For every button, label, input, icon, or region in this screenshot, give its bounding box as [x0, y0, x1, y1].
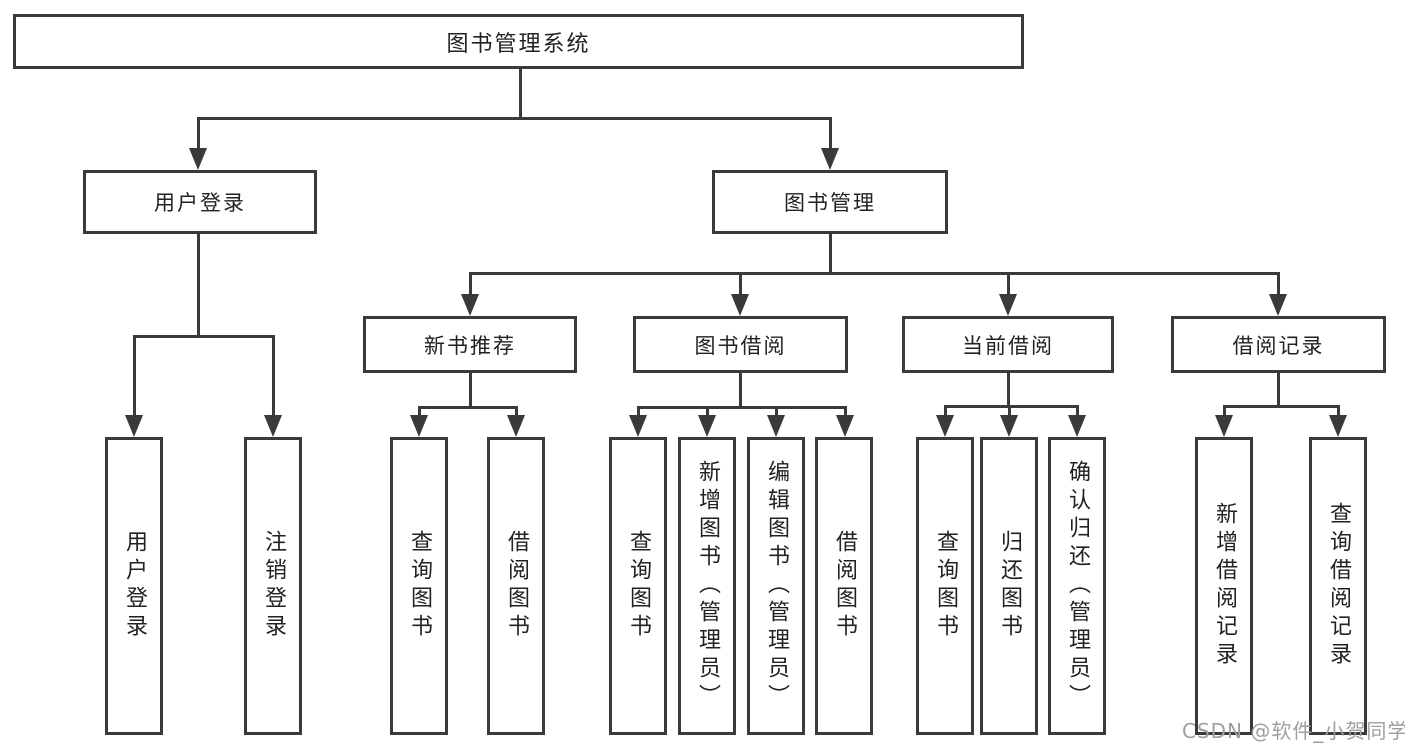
node-label: 新增借阅记录 — [1212, 502, 1237, 670]
leaf-query-books-current: 查询图书 — [916, 437, 974, 735]
connector-drop — [636, 407, 640, 417]
connector-branch — [417, 405, 518, 409]
node-label: 查询图书 — [933, 530, 958, 642]
connector-drop — [132, 336, 136, 417]
arrowhead-down-icon — [125, 415, 143, 437]
leaf-confirm-return-admin: 确认归还（管理员） — [1048, 437, 1106, 735]
connector-drop — [828, 118, 832, 150]
connector-stem — [518, 69, 522, 118]
connector-branch — [636, 405, 847, 409]
arrowhead-down-icon — [999, 294, 1017, 316]
node-label: 归还图书 — [997, 530, 1022, 642]
arrowhead-down-icon — [264, 415, 282, 437]
watermark: CSDN @软件_小贺同学 — [1182, 719, 1405, 743]
connector-stem — [738, 373, 742, 407]
leaf-user-login: 用户登录 — [105, 437, 163, 735]
connector-drop — [1006, 273, 1010, 296]
connector-drop — [705, 407, 709, 417]
node-current-borrowing: 当前借阅 — [902, 316, 1114, 373]
connector-drop — [196, 118, 200, 150]
connector-drop — [1336, 406, 1340, 417]
leaf-logout: 注销登录 — [244, 437, 302, 735]
arrowhead-down-icon — [461, 294, 479, 316]
arrowhead-down-icon — [629, 415, 647, 437]
connector-drop — [271, 336, 275, 417]
arrowhead-down-icon — [767, 415, 785, 437]
node-label: 借阅记录 — [1232, 333, 1325, 358]
arrowhead-down-icon — [698, 415, 716, 437]
connector-drop — [1276, 273, 1280, 296]
connector-drop — [943, 406, 947, 417]
node-label: 确认归还（管理员） — [1065, 460, 1090, 712]
connector-branch — [1222, 404, 1340, 408]
connector-drop — [843, 407, 847, 417]
node-label: 用户登录 — [154, 191, 246, 215]
arrowhead-down-icon — [507, 415, 525, 437]
connector-drop — [417, 407, 421, 417]
arrowhead-down-icon — [836, 415, 854, 437]
node-user-login: 用户登录 — [83, 170, 317, 234]
arrowhead-down-icon — [731, 294, 749, 316]
node-label: 借阅图书 — [504, 530, 529, 642]
arrowhead-down-icon — [821, 148, 839, 170]
leaf-borrow-books-recommend: 借阅图书 — [487, 437, 545, 735]
arrowhead-down-icon — [1215, 415, 1233, 437]
leaf-query-books-recommend: 查询图书 — [390, 437, 448, 735]
connector-stem — [1006, 373, 1010, 406]
connector-branch — [132, 334, 275, 338]
leaf-edit-books-admin: 编辑图书（管理员） — [747, 437, 805, 735]
node-book-borrowing: 图书借阅 — [633, 316, 848, 373]
leaf-return-books: 归还图书 — [980, 437, 1038, 735]
arrowhead-down-icon — [1000, 415, 1018, 437]
connector-branch — [196, 116, 832, 120]
node-label: 查询图书 — [626, 530, 651, 642]
node-book-management: 图书管理 — [712, 170, 948, 234]
node-label: 当前借阅 — [962, 333, 1054, 358]
connector-drop — [1075, 406, 1079, 417]
arrowhead-down-icon — [189, 148, 207, 170]
connector-stem — [828, 234, 832, 273]
connector-drop — [468, 273, 472, 296]
arrowhead-down-icon — [1269, 294, 1287, 316]
connector-branch — [943, 404, 1079, 408]
node-label: 注销登录 — [261, 530, 286, 642]
connector-drop — [1222, 406, 1226, 417]
node-label: 新书推荐 — [424, 333, 516, 358]
connector-drop — [1007, 406, 1011, 417]
arrowhead-down-icon — [410, 415, 428, 437]
leaf-query-books-borrowing: 查询图书 — [609, 437, 667, 735]
node-label: 查询图书 — [407, 530, 432, 642]
arrowhead-down-icon — [936, 415, 954, 437]
arrowhead-down-icon — [1068, 415, 1086, 437]
node-label: 图书借阅 — [694, 333, 787, 358]
leaf-borrow-books: 借阅图书 — [815, 437, 873, 735]
connector-drop — [774, 407, 778, 417]
connector-drop — [514, 407, 518, 417]
node-library-management-system: 图书管理系统 — [13, 14, 1024, 69]
connector-stem — [468, 373, 472, 407]
leaf-add-books-admin: 新增图书（管理员） — [678, 437, 736, 735]
node-label: 查询借阅记录 — [1326, 502, 1351, 670]
leaf-query-borrow-record: 查询借阅记录 — [1309, 437, 1367, 735]
node-label: 图书管理 — [784, 191, 876, 215]
leaf-add-borrow-record: 新增借阅记录 — [1195, 437, 1253, 735]
connector-branch — [468, 271, 1280, 275]
node-label: 编辑图书（管理员） — [764, 460, 789, 712]
node-new-book-recommend: 新书推荐 — [363, 316, 577, 373]
node-label: 借阅图书 — [832, 530, 857, 642]
node-label: 图书管理系统 — [446, 31, 591, 57]
arrowhead-down-icon — [1329, 415, 1347, 437]
node-borrowing-records: 借阅记录 — [1171, 316, 1386, 373]
connector-stem — [196, 234, 200, 336]
connector-stem — [1276, 373, 1280, 406]
connector-drop — [738, 273, 742, 296]
node-label: 用户登录 — [122, 530, 147, 642]
node-label: 新增图书（管理员） — [695, 460, 720, 712]
